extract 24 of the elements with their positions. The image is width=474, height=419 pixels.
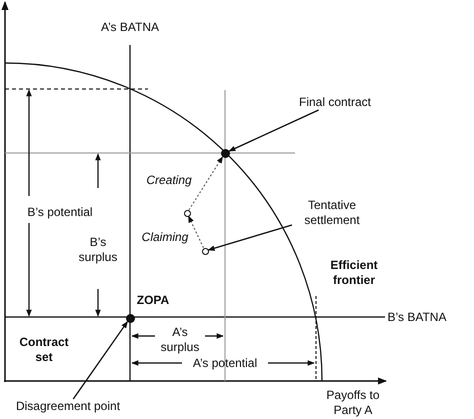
arrow: [72, 321, 128, 400]
callout-text: Final contract: [290, 95, 380, 110]
dimension-label: B’s potential: [26, 205, 94, 220]
dotted-arrow: [188, 216, 204, 248]
region-label: ZOPA: [136, 293, 170, 308]
line-label: B’s BATNA: [386, 310, 448, 325]
edge-label: Claiming: [140, 230, 190, 245]
edge-label: Creating: [145, 173, 193, 188]
arrow: [228, 109, 319, 152]
region-label: Contract set: [18, 335, 70, 365]
point-marker: [220, 148, 230, 158]
axis-label: Payoffs to Party A: [325, 388, 381, 418]
callout-text: Disagreement point: [8, 399, 128, 414]
dimension-label: B’s surplus: [78, 235, 118, 265]
axis-label: A’s BATNA: [100, 20, 160, 35]
open-point-marker: [202, 248, 208, 254]
dotted-arrow: [188, 156, 224, 211]
point-marker: [126, 314, 134, 322]
dimension-label: A’s potential: [192, 356, 258, 371]
open-point-marker: [184, 210, 190, 216]
callout-text: Tentative settlement: [292, 198, 372, 228]
dimension-label: A’s surplus: [160, 325, 200, 355]
curve-label: Efficient frontier: [329, 258, 379, 288]
arrow: [208, 224, 292, 251]
